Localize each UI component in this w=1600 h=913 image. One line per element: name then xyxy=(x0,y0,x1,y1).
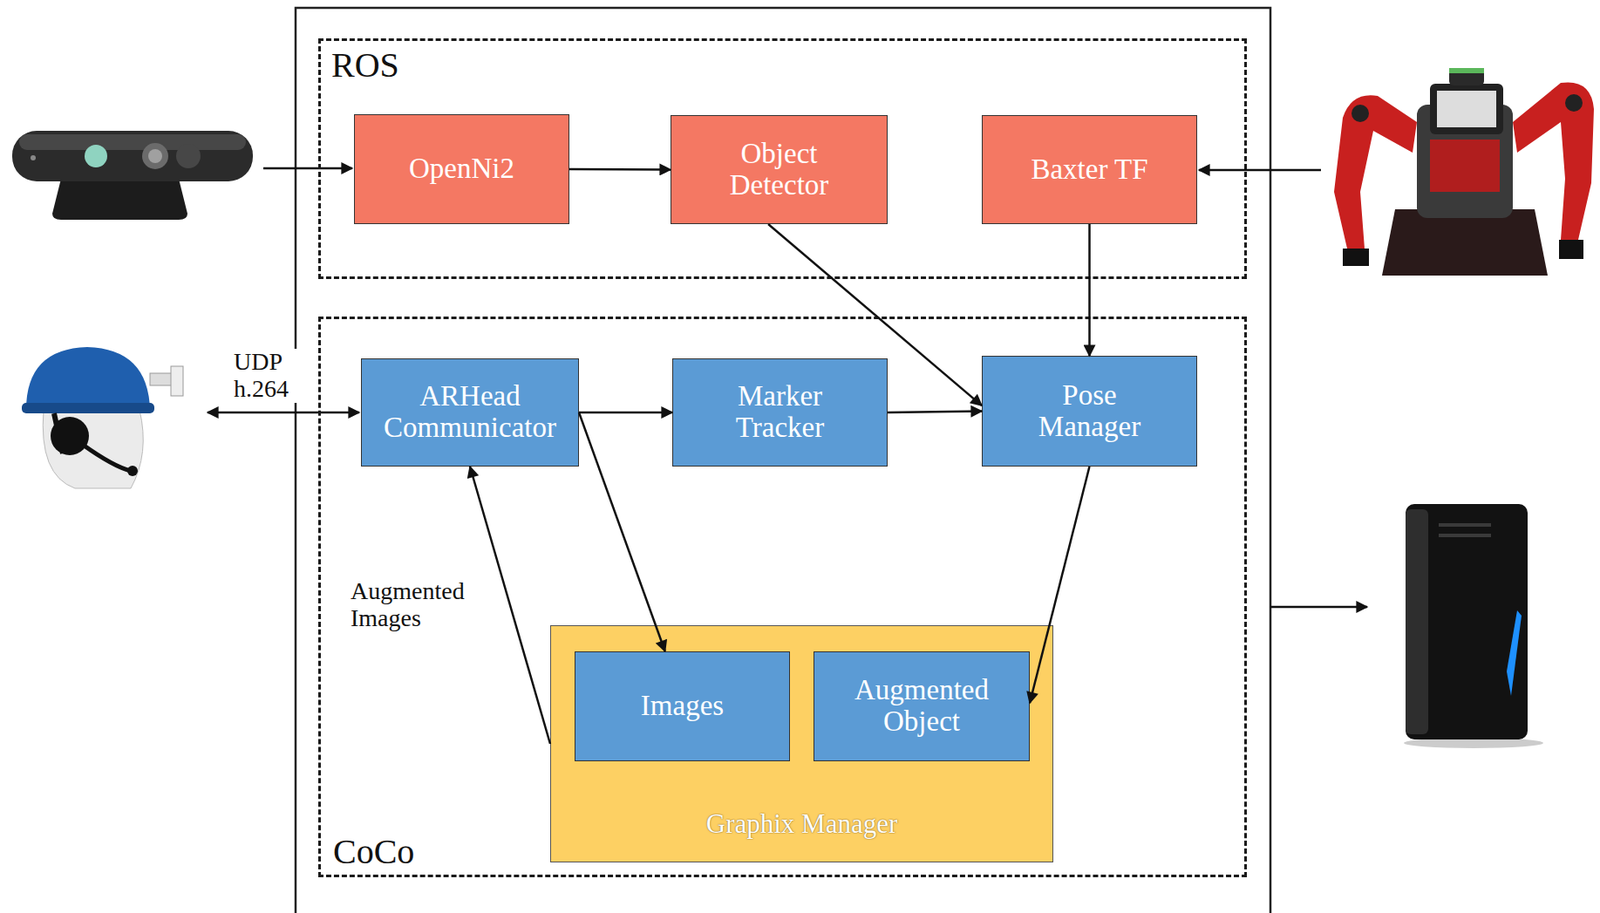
edge-label: Augmented Images xyxy=(348,578,492,633)
ar-helmet-part xyxy=(50,416,89,456)
arrow-connector xyxy=(1029,466,1090,703)
external-arrows-part xyxy=(263,167,353,171)
box-label: Images xyxy=(640,690,724,722)
box-label: OpenNi2 xyxy=(408,153,515,185)
baxter-robot-part xyxy=(1429,83,1504,135)
baxter-robot-part xyxy=(1449,68,1485,86)
box-label: Baxter TF xyxy=(1030,154,1148,186)
box-label: ARHead Communicator xyxy=(370,381,570,443)
process-box: Pose Manager xyxy=(981,355,1198,467)
box-label: Marker Tracker xyxy=(701,381,859,443)
region-title: CoCo xyxy=(333,832,415,872)
ar-helmet-part xyxy=(21,402,155,414)
group-title: Graphix Manager xyxy=(551,809,1053,839)
region-title: ROS xyxy=(331,46,400,85)
baxter-robot-part xyxy=(1382,209,1548,276)
arrow-connector xyxy=(768,224,982,406)
coco-region: CoCo ARHead Communicator Marker Tracker Pos… xyxy=(318,316,1247,878)
baxter-robot-part xyxy=(1565,94,1583,112)
arrow-connector xyxy=(578,411,673,415)
pc-tower-part xyxy=(1506,610,1522,696)
pc-tower-part xyxy=(1405,503,1528,740)
baxter-robot-part xyxy=(1436,90,1497,128)
kinect-sensor-part xyxy=(176,143,201,169)
process-box: Augmented Object xyxy=(813,651,1030,762)
process-box: Baxter TF xyxy=(981,115,1198,225)
ros-region: ROS OpenNi2 Object Detector Baxter TF xyxy=(318,38,1247,280)
process-box: Marker Tracker xyxy=(672,358,888,467)
ar-helmet-part xyxy=(42,409,143,489)
kinect-sensor-part xyxy=(52,178,188,220)
arrow-connector xyxy=(578,412,666,652)
system-frame xyxy=(295,7,1271,913)
pc-tower-part xyxy=(1405,509,1429,735)
baxter-robot-part xyxy=(1342,248,1369,266)
external-arrows-part xyxy=(1270,605,1368,609)
process-box: OpenNi2 xyxy=(354,114,570,225)
box-label: Pose Manager xyxy=(1008,380,1171,443)
external-arrows-part xyxy=(207,411,360,415)
arrow-connector xyxy=(1088,224,1091,356)
manager-group: Graphix Manager Images Augmented Object xyxy=(550,625,1054,863)
kinect-sensor-part xyxy=(12,130,253,182)
arrow-connector xyxy=(887,411,982,414)
baxter-robot-part xyxy=(1334,95,1417,249)
ar-helmet-part xyxy=(170,366,184,396)
baxter-robot xyxy=(1334,68,1594,276)
external-arrows xyxy=(207,168,1368,607)
kinect-sensor-part xyxy=(30,155,36,161)
ar-helmet-part xyxy=(26,347,150,410)
arrow-connector xyxy=(469,466,551,744)
baxter-robot-part xyxy=(1559,239,1584,259)
process-box: ARHead Communicator xyxy=(360,358,579,467)
baxter-robot-part xyxy=(1512,81,1594,240)
pc-tower-part xyxy=(1438,533,1492,538)
pc-tower-part xyxy=(1438,523,1492,527)
kinect-sensor xyxy=(12,130,253,220)
kinect-sensor-part xyxy=(148,149,163,164)
arrow-connector xyxy=(569,168,671,171)
ar-helmet-part xyxy=(127,465,138,477)
kinect-sensor-part xyxy=(84,144,108,168)
box-label: Augmented Object xyxy=(838,674,1005,737)
protocol-label: UDP h.264 xyxy=(231,348,304,403)
ar-helmet xyxy=(21,347,184,489)
external-arrows-part xyxy=(1198,169,1321,172)
ar-helmet-part xyxy=(82,444,131,471)
baxter-robot-part xyxy=(1429,139,1500,192)
process-box: Object Detector xyxy=(670,115,888,225)
process-box: Images xyxy=(574,651,790,762)
kinect-sensor-part xyxy=(19,134,246,150)
baxter-robot-part xyxy=(1351,104,1369,123)
kinect-sensor-part xyxy=(142,142,169,170)
box-label: Object Detector xyxy=(701,138,858,201)
baxter-robot-part xyxy=(1449,68,1485,74)
pc-tower xyxy=(1403,503,1544,749)
